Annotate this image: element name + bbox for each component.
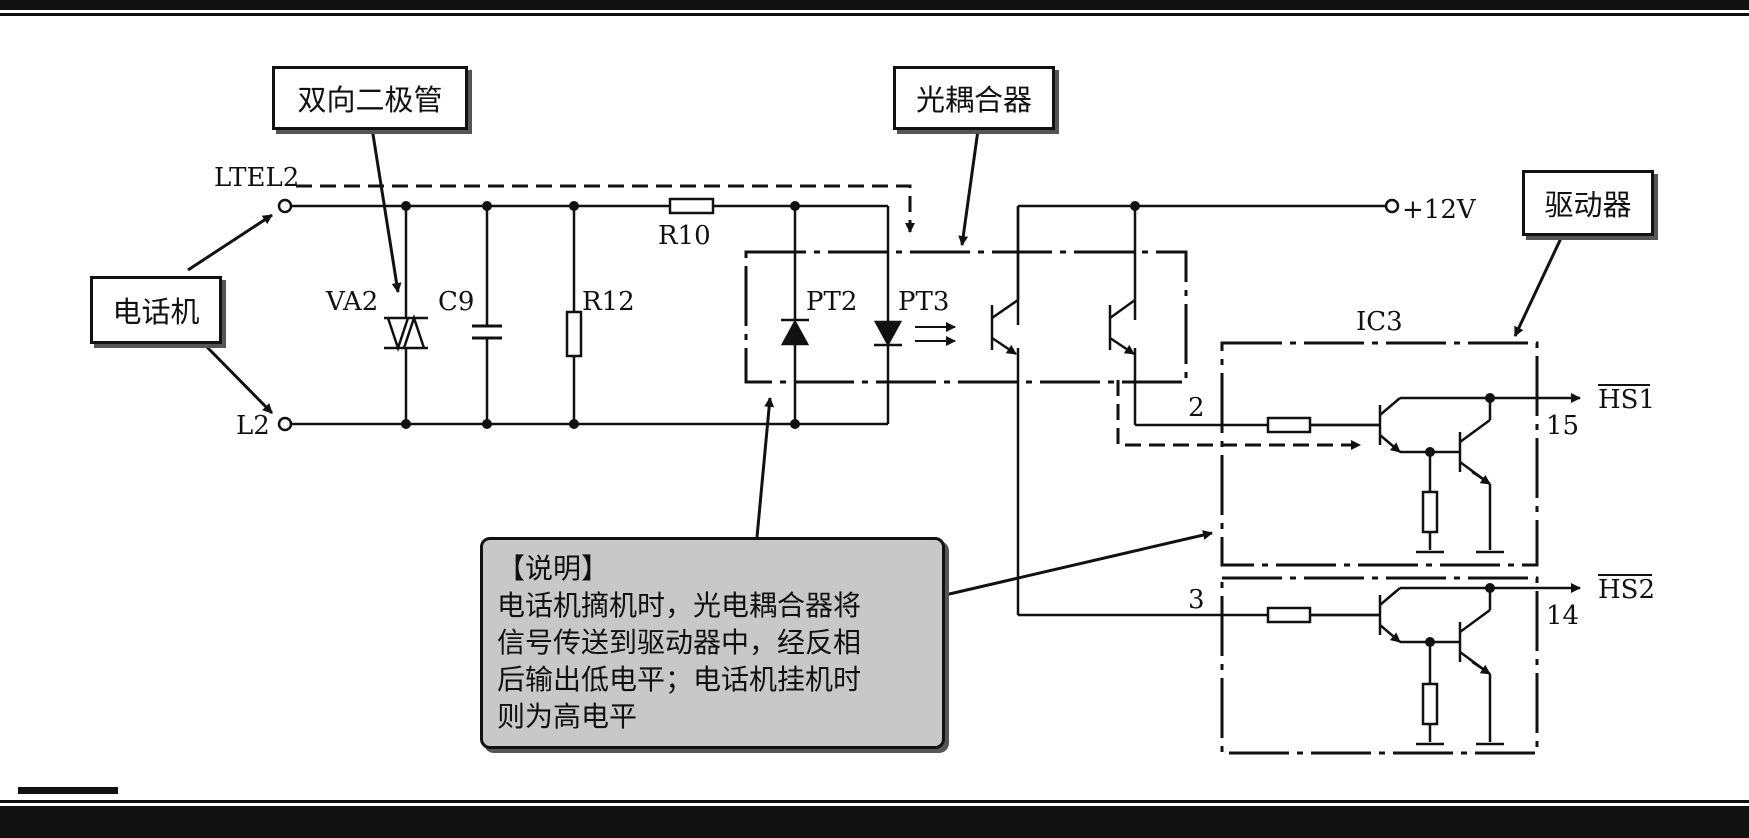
ic3-box-channel2: [1220, 576, 1539, 755]
resistor-ic3-bias1: [1421, 490, 1439, 534]
callout-optocoupler: 光耦合器: [893, 66, 1055, 130]
note-line-4: 则为高电平: [497, 700, 638, 733]
dashed-path-input: [296, 184, 915, 233]
light-emission-arrows: [915, 322, 956, 346]
label-l2: L2: [236, 411, 270, 441]
label-pin2: 2: [1188, 393, 1205, 423]
bottom-border-left-stub: [18, 787, 118, 794]
terminal-supply: [1384, 198, 1400, 214]
terminal-ltel2: [277, 198, 293, 214]
pointer-note-to-optocoupler: [755, 397, 775, 538]
label-pin3: 3: [1188, 585, 1205, 615]
label-pin14: 14: [1546, 601, 1579, 631]
led-pt3: [873, 320, 903, 347]
label-ltel2: LTEL2: [214, 163, 299, 193]
phototransistor-2: [1108, 298, 1136, 356]
dashed-path-output: [1116, 380, 1361, 450]
bidirectional-diode-va2: [384, 314, 428, 352]
terminal-l2: [277, 416, 293, 432]
ic3-box-channel1: [1220, 341, 1539, 567]
callout-bidirectional-diode: 双向二极管: [272, 66, 468, 130]
note-title: 【说明】: [497, 552, 610, 585]
label-pt2: PT2: [806, 287, 857, 317]
callout-driver: 驱动器: [1522, 170, 1654, 236]
bottom-border-bar: [0, 806, 1749, 838]
resistor-r12: [565, 310, 583, 358]
pointer-telephone-to-ltel2: [187, 213, 273, 272]
note-line-3: 后输出低电平；电话机挂机时: [497, 663, 862, 696]
note-line-1: 电话机摘机时，光电耦合器将: [497, 589, 862, 622]
label-c9: C9: [438, 287, 474, 317]
top-border-thin: [0, 13, 1749, 16]
label-r12: R12: [582, 287, 635, 317]
phototransistor-1: [990, 206, 1020, 356]
callout-telephone: 电话机: [90, 276, 222, 344]
led-pt2: [780, 318, 810, 346]
label-pt3: PT3: [898, 287, 949, 317]
label-va2: VA2: [325, 287, 378, 317]
resistor-ic3-bias2: [1421, 682, 1439, 726]
label-hs1: HS1: [1598, 385, 1655, 415]
resistor-ic3-in1: [1266, 416, 1312, 434]
label-hs2: HS2: [1598, 575, 1655, 605]
label-ic3: IC3: [1356, 307, 1403, 337]
pointer-diode: [370, 127, 402, 293]
resistor-ic3-in2: [1266, 606, 1312, 624]
top-border-bar: [0, 0, 1749, 10]
pointer-driver: [1513, 235, 1564, 337]
junction-dots: [401, 201, 1495, 647]
pointer-note-to-ic3: [944, 530, 1213, 597]
explanation-note: 【说明】 电话机摘机时，光电耦合器将 信号传送到驱动器中，经反相 后输出低电平；…: [480, 537, 945, 749]
label-pin15: 15: [1546, 411, 1579, 441]
bottom-border-thin: [0, 800, 1749, 803]
pointer-optocoupler: [958, 129, 980, 246]
label-r10: R10: [658, 221, 711, 251]
label-supply: +12V: [1402, 195, 1477, 225]
pointer-telephone-to-l2: [203, 343, 274, 415]
resistor-r10: [668, 197, 715, 215]
optocoupler-box: [744, 250, 1188, 384]
capacitor-c9: [472, 324, 502, 340]
note-line-2: 信号传送到驱动器中，经反相: [497, 626, 862, 659]
